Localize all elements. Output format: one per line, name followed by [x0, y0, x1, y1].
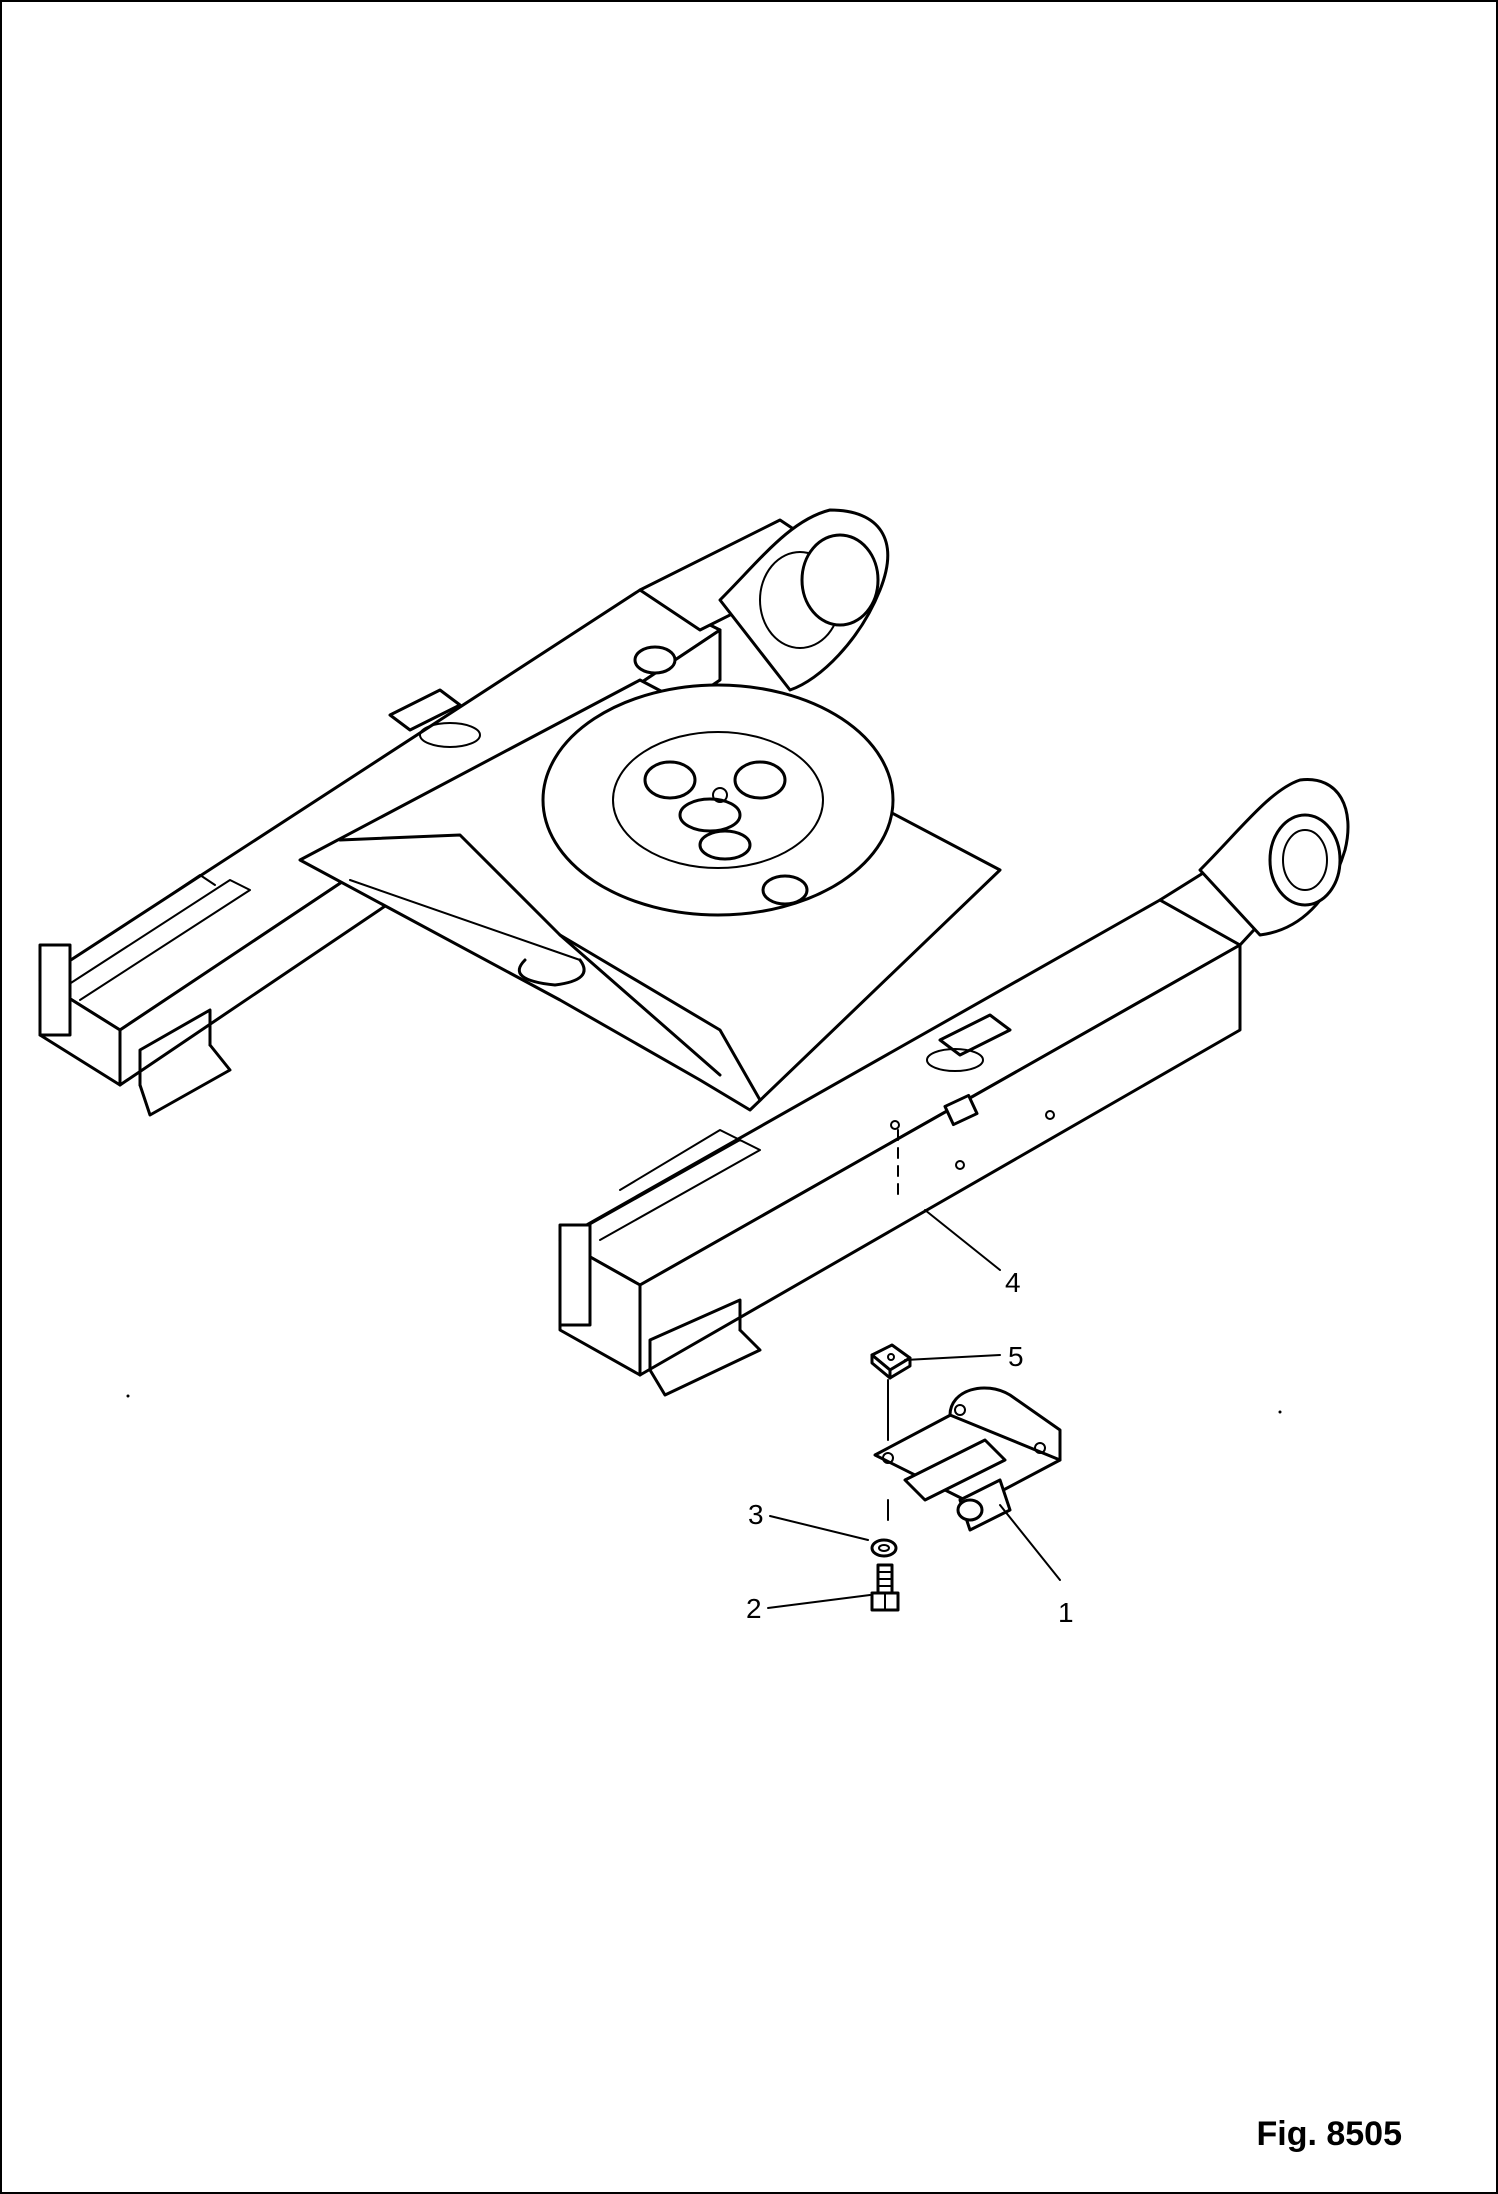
speck — [1278, 1410, 1282, 1414]
bolt-part-2 — [870, 1563, 900, 1612]
callout-5: 5 — [1008, 1341, 1024, 1372]
callout-1: 1 — [1058, 1597, 1074, 1628]
track-guard-part-1 — [873, 1386, 1062, 1532]
front-idler-bracket — [1158, 778, 1350, 947]
speck — [126, 1394, 130, 1398]
assembly-line — [887, 1129, 899, 1521]
square-nut-part-5 — [870, 1343, 912, 1380]
callout-4: 4 — [1005, 1267, 1021, 1298]
swing-circle — [541, 645, 895, 917]
figure-label: Fig. 8505 — [1256, 2115, 1402, 2153]
washer-part-3 — [870, 1538, 898, 1558]
right-side-frame — [558, 898, 1242, 1397]
callout-2: 2 — [746, 1593, 762, 1624]
callout-3: 3 — [748, 1499, 764, 1530]
callout-leaders — [767, 1209, 1061, 1609]
rear-idler-bracket — [638, 508, 890, 692]
